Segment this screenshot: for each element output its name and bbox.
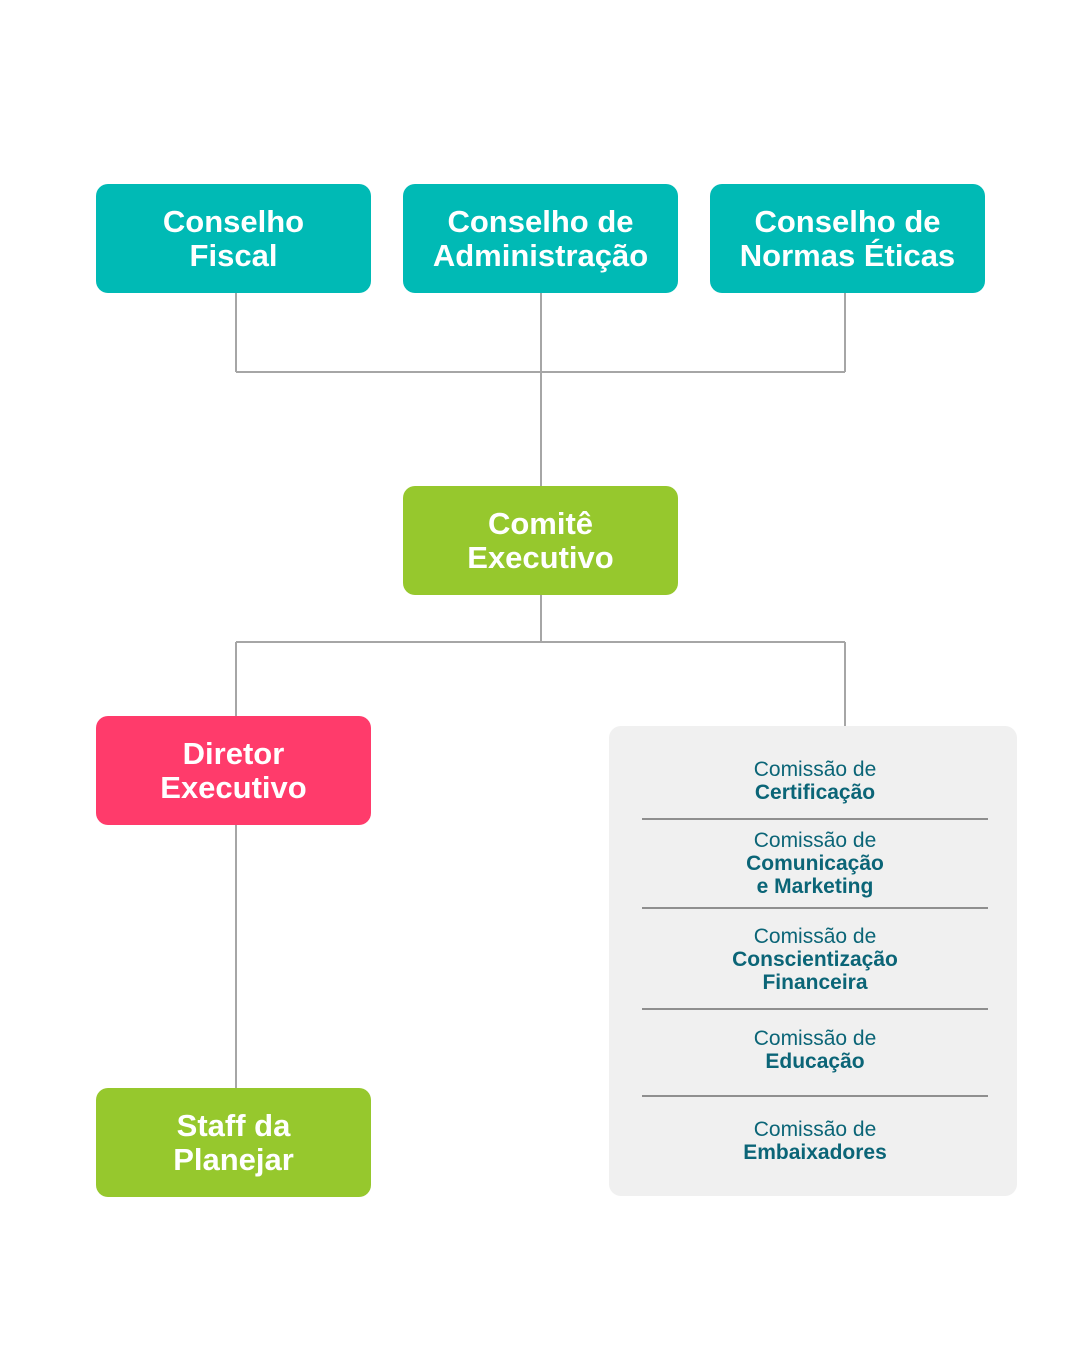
box-line: Conselho — [162, 203, 305, 239]
box-line: Executivo — [467, 539, 614, 575]
commission-name: e Marketing — [756, 875, 874, 898]
box-line: Fiscal — [189, 237, 278, 273]
box-line: Administração — [432, 237, 649, 273]
box-line: Normas Éticas — [739, 237, 956, 273]
commission-prefix: Comissão de — [753, 829, 877, 852]
commission-name: Conscientização — [732, 948, 898, 971]
executive-director-box: Diretor Executivo — [96, 716, 371, 825]
commission-divider — [642, 1095, 988, 1097]
box-line: Conselho de — [754, 203, 941, 239]
commission-name: Certificação — [754, 781, 876, 804]
commission-prefix: Comissão de — [753, 925, 877, 948]
commissions-panel: Comissão de Certificação Comissão de Com… — [609, 726, 1017, 1196]
commission-name: Educação — [765, 1050, 865, 1073]
staff-box: Staff da Planejar — [96, 1088, 371, 1197]
commission-prefix: Comissão de — [753, 1118, 877, 1141]
box-line: Staff da — [176, 1107, 291, 1143]
commission-conscientizacao: Comissão de Conscientização Financeira — [642, 925, 988, 994]
council-administration-box: Conselho de Administração — [403, 184, 678, 293]
box-line: Executivo — [160, 769, 307, 805]
commission-comunicacao: Comissão de Comunicação e Marketing — [642, 829, 988, 898]
council-fiscal-box: Conselho Fiscal — [96, 184, 371, 293]
commission-embaixadores: Comissão de Embaixadores — [642, 1118, 988, 1164]
commission-divider — [642, 818, 988, 820]
commission-certificacao: Comissão de Certificação — [642, 758, 988, 804]
box-line: Conselho de — [447, 203, 634, 239]
commission-name: Financeira — [762, 971, 868, 994]
executive-committee-box: Comitê Executivo — [403, 486, 678, 595]
commission-educacao: Comissão de Educação — [642, 1027, 988, 1073]
commission-divider — [642, 1008, 988, 1010]
commission-name: Embaixadores — [743, 1141, 887, 1164]
commission-name: Comunicação — [746, 852, 884, 875]
box-line: Diretor — [182, 735, 285, 771]
box-line: Planejar — [173, 1141, 294, 1177]
council-ethics-box: Conselho de Normas Éticas — [710, 184, 985, 293]
box-line: Comitê — [487, 505, 594, 541]
commission-prefix: Comissão de — [753, 1027, 877, 1050]
commission-divider — [642, 907, 988, 909]
commission-prefix: Comissão de — [753, 758, 877, 781]
